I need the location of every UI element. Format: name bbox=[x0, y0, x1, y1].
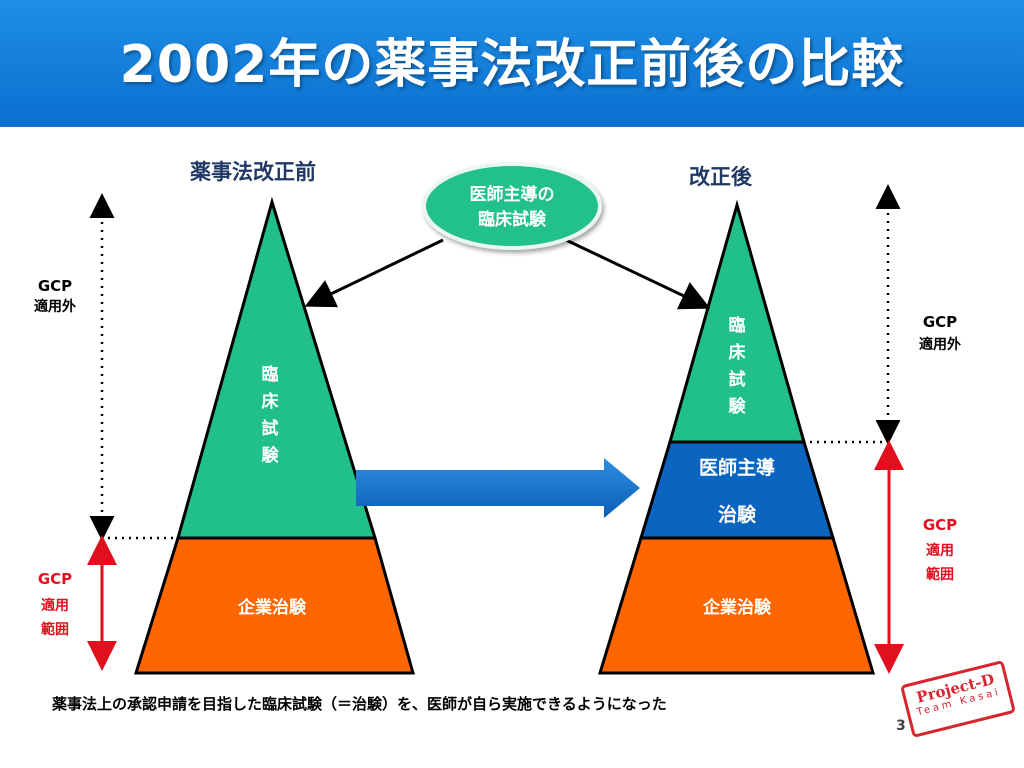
right-gcp-out-1: GCP bbox=[923, 313, 957, 331]
footnote: 薬事法上の承認申請を目指した臨床試験（＝治験）を、医師が自ら実施できるようになっ… bbox=[52, 695, 667, 713]
right-gcp-out-2: 適用外 bbox=[919, 336, 961, 353]
left-pyramid-title: 薬事法改正前 bbox=[190, 160, 316, 184]
left-bottom-text: 企業治験 bbox=[237, 597, 307, 618]
callout-line-1: 医師主導の bbox=[470, 184, 555, 205]
right-gcp-in-1: GCP bbox=[923, 516, 957, 534]
left-gcp-out-2: 適用外 bbox=[34, 298, 76, 315]
right-top-label-text: 臨床試験 bbox=[728, 316, 746, 417]
callout-arrow-right bbox=[565, 238, 711, 310]
right-top-label: 臨床試験 bbox=[725, 313, 749, 421]
callout-arrow-left bbox=[304, 238, 444, 308]
right-gcp-in-2: 適用 bbox=[926, 542, 954, 559]
transition-arrow bbox=[356, 458, 640, 518]
left-gcp-in-3: 範囲 bbox=[41, 621, 69, 638]
right-bottom-text: 企業治験 bbox=[702, 597, 772, 618]
page-number: 3 bbox=[896, 718, 906, 734]
right-middle-line-1: 医師主導 bbox=[699, 456, 775, 479]
right-middle-line-2: 治験 bbox=[718, 503, 757, 526]
right-gcp-in-3: 範囲 bbox=[926, 566, 954, 583]
right-pyramid-bottom bbox=[597, 536, 876, 675]
slide-title: 2002年の薬事法改正前後の比較 bbox=[119, 35, 905, 95]
left-pyramid-bottom bbox=[133, 536, 415, 675]
left-gcp-out-1: GCP bbox=[38, 277, 72, 295]
left-top-label: 臨床試験 bbox=[258, 362, 282, 470]
left-gcp-in-2: 適用 bbox=[41, 597, 69, 614]
right-pyramid-title: 改正後 bbox=[689, 165, 752, 189]
title-bar: 2002年の薬事法改正前後の比較 bbox=[0, 0, 1024, 127]
callout-line-2: 臨床試験 bbox=[478, 209, 547, 230]
left-top-label-text: 臨床試験 bbox=[261, 365, 279, 466]
left-gcp-in-1: GCP bbox=[38, 570, 72, 588]
callout-bubble bbox=[422, 162, 602, 250]
